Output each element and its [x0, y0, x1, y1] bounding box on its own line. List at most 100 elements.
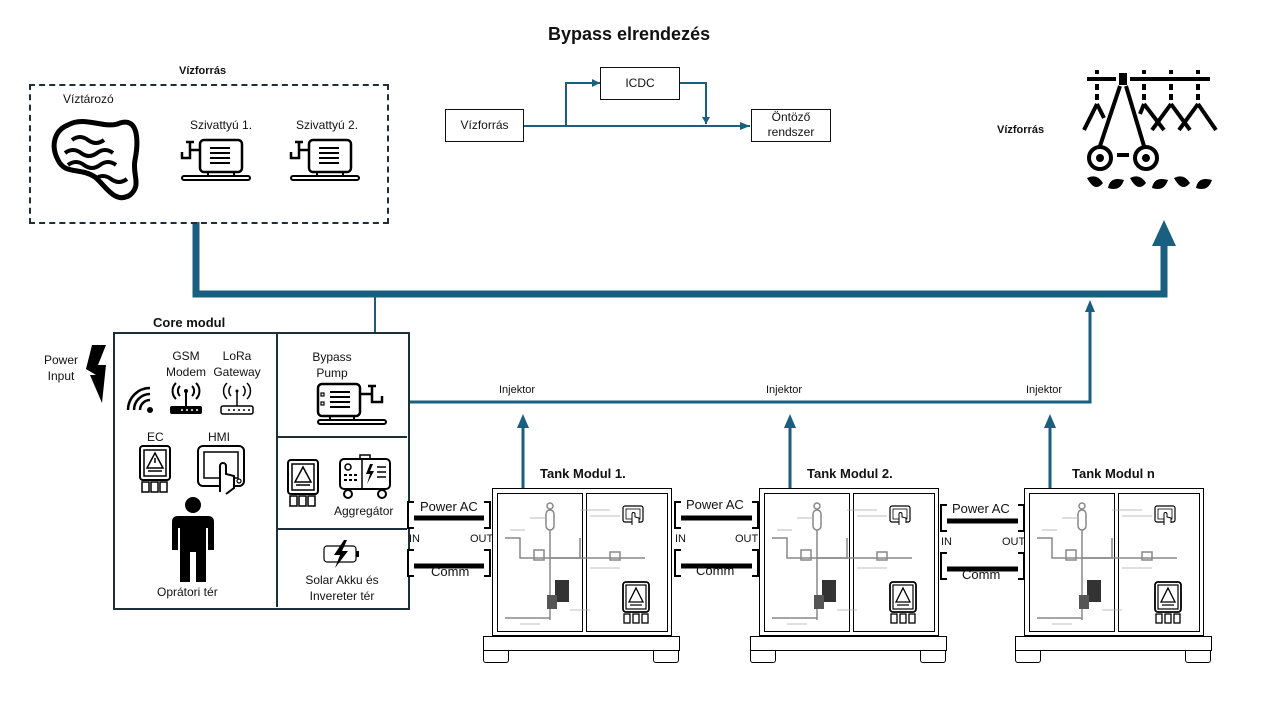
out-label-3: OUT	[1002, 536, 1026, 548]
lora-gateway-label: LoRa Gateway	[210, 348, 264, 380]
dosing-pump-schematic-icon	[1037, 502, 1177, 625]
tank-left-door	[764, 493, 850, 632]
in-label-2: IN	[675, 533, 686, 545]
tank-pallet-foot-right	[920, 650, 946, 663]
core-module	[113, 332, 410, 610]
tank-controller-icon	[889, 581, 917, 624]
solar-battery-area-label: Solar Akku és Invereter tér	[296, 572, 388, 604]
injector-line-pipe	[384, 310, 1092, 404]
bypass-pump-label: Bypass Pump	[312, 349, 352, 381]
tank-module-title: Tank Modul 2.	[807, 466, 893, 481]
tank-pallet	[483, 636, 680, 651]
bypass-flow-lines	[523, 79, 750, 130]
water-source-group	[29, 84, 389, 224]
tank-right-door	[853, 493, 935, 632]
tank-controller-icon	[622, 581, 650, 624]
gsm-modem-icon	[170, 382, 202, 414]
tank-pallet	[750, 636, 947, 651]
reservoir-icon	[51, 118, 140, 201]
core-divider-vertical	[276, 333, 278, 607]
aggregator-controller-icon	[287, 459, 319, 507]
tankn-injector-arrowhead	[1044, 414, 1056, 428]
lora-gateway-icon	[220, 382, 254, 415]
core-divider-1	[276, 436, 407, 438]
main-supply-arrowhead	[1152, 220, 1176, 246]
out-label-1: OUT	[470, 533, 494, 545]
in-label-3: IN	[941, 536, 952, 548]
power-input-label: Power Input	[44, 352, 78, 384]
tank-left-door	[497, 493, 583, 632]
lora-gateway-line2: Gateway	[213, 365, 261, 379]
main-supply-pipe	[192, 222, 1168, 298]
icdc-box: ICDC	[600, 67, 680, 100]
power-lightning-icon	[86, 345, 106, 403]
reservoir-label: Víztározó	[63, 92, 114, 106]
dosing-pump-schematic-icon	[772, 502, 912, 625]
irrigation-sprinkler-icon	[1082, 70, 1218, 189]
page-title: Bypass elrendezés	[548, 24, 711, 44]
out-label-2: OUT	[735, 533, 759, 545]
injector-label-2: Injektor	[766, 384, 803, 396]
aggregator-label: Aggregátor	[334, 504, 394, 518]
injector-line-arrowhead	[1085, 300, 1095, 312]
tank-right-door	[586, 493, 668, 632]
lora-gateway-line1: LoRa	[222, 349, 252, 363]
injector-label-n: Injektor	[1026, 384, 1063, 396]
gsm-modem-line2: Modem	[165, 365, 206, 379]
battery-charging-icon	[323, 540, 359, 568]
power-ac-label-1: Power AC	[420, 499, 478, 514]
bypass-pump-icon	[316, 382, 387, 425]
ec-controller-icon	[139, 445, 171, 493]
tank-hmi-icon	[889, 505, 911, 525]
irrigation-system-line1: Öntöző	[771, 110, 811, 124]
power-ac-label-2: Power AC	[686, 497, 744, 512]
tank2-injector-arrowhead	[784, 414, 796, 428]
bypass-pump-line2: Pump	[316, 366, 348, 380]
bypass-source-box: Vízforrás	[445, 109, 524, 142]
irrigation-system-line2: rendszer	[767, 125, 815, 139]
core-module-title: Core modul	[153, 315, 226, 330]
injector-label-1: Injektor	[499, 384, 536, 396]
tank-pallet	[1015, 636, 1212, 651]
in-label-1: IN	[409, 533, 420, 545]
comm-label-2: Comm	[696, 563, 735, 578]
tank-pallet-foot-left	[750, 650, 776, 663]
tank-pallet-foot-right	[1185, 650, 1211, 663]
tank-module-title: Tank Modul 1.	[540, 466, 626, 481]
irrigation-label: Vízforrás	[997, 124, 1045, 136]
pump1-icon	[180, 138, 251, 181]
gsm-modem-line1: GSM	[172, 349, 200, 363]
tank-hmi-icon	[622, 505, 644, 525]
power-ac-label-3: Power AC	[952, 501, 1010, 516]
hmi-touchscreen-icon	[197, 445, 245, 495]
tank-pallet-foot-right	[653, 650, 679, 663]
hmi-label: HMI	[208, 430, 230, 444]
operator-area-label: Oprátori tér	[157, 585, 218, 599]
tank-pallet-foot-left	[1015, 650, 1041, 663]
operator-person-icon	[172, 497, 214, 582]
irrigation-system-box: Öntöző rendszer	[751, 109, 831, 142]
core-divider-2	[276, 528, 407, 530]
tank-left-door	[1029, 493, 1115, 632]
tank1-injector-arrowhead	[517, 414, 529, 428]
solar-battery-line2: Invereter tér	[309, 589, 375, 603]
power-input-line1: Power	[44, 353, 79, 367]
tank-pallet-foot-left	[483, 650, 509, 663]
water-source-title: Vízforrás	[179, 65, 227, 77]
tank-hmi-icon	[1154, 505, 1176, 525]
comm-label-3: Comm	[962, 567, 1001, 582]
bypass-pump-line1: Bypass	[312, 350, 352, 364]
tank-module-title: Tank Modul n	[1072, 466, 1155, 481]
pump2-label: Szivattyú 2.	[296, 118, 359, 132]
power-input-line2: Input	[47, 369, 75, 383]
pump2-icon	[289, 138, 360, 181]
wifi-icon	[126, 386, 153, 413]
generator-icon	[339, 454, 391, 499]
tank-right-door	[1118, 493, 1200, 632]
comm-label-1: Comm	[431, 564, 470, 579]
ec-label: EC	[147, 430, 164, 444]
dosing-pump-schematic-icon	[505, 502, 645, 625]
pump1-label: Szivattyú 1.	[190, 118, 253, 132]
solar-battery-line1: Solar Akku és	[305, 573, 379, 587]
